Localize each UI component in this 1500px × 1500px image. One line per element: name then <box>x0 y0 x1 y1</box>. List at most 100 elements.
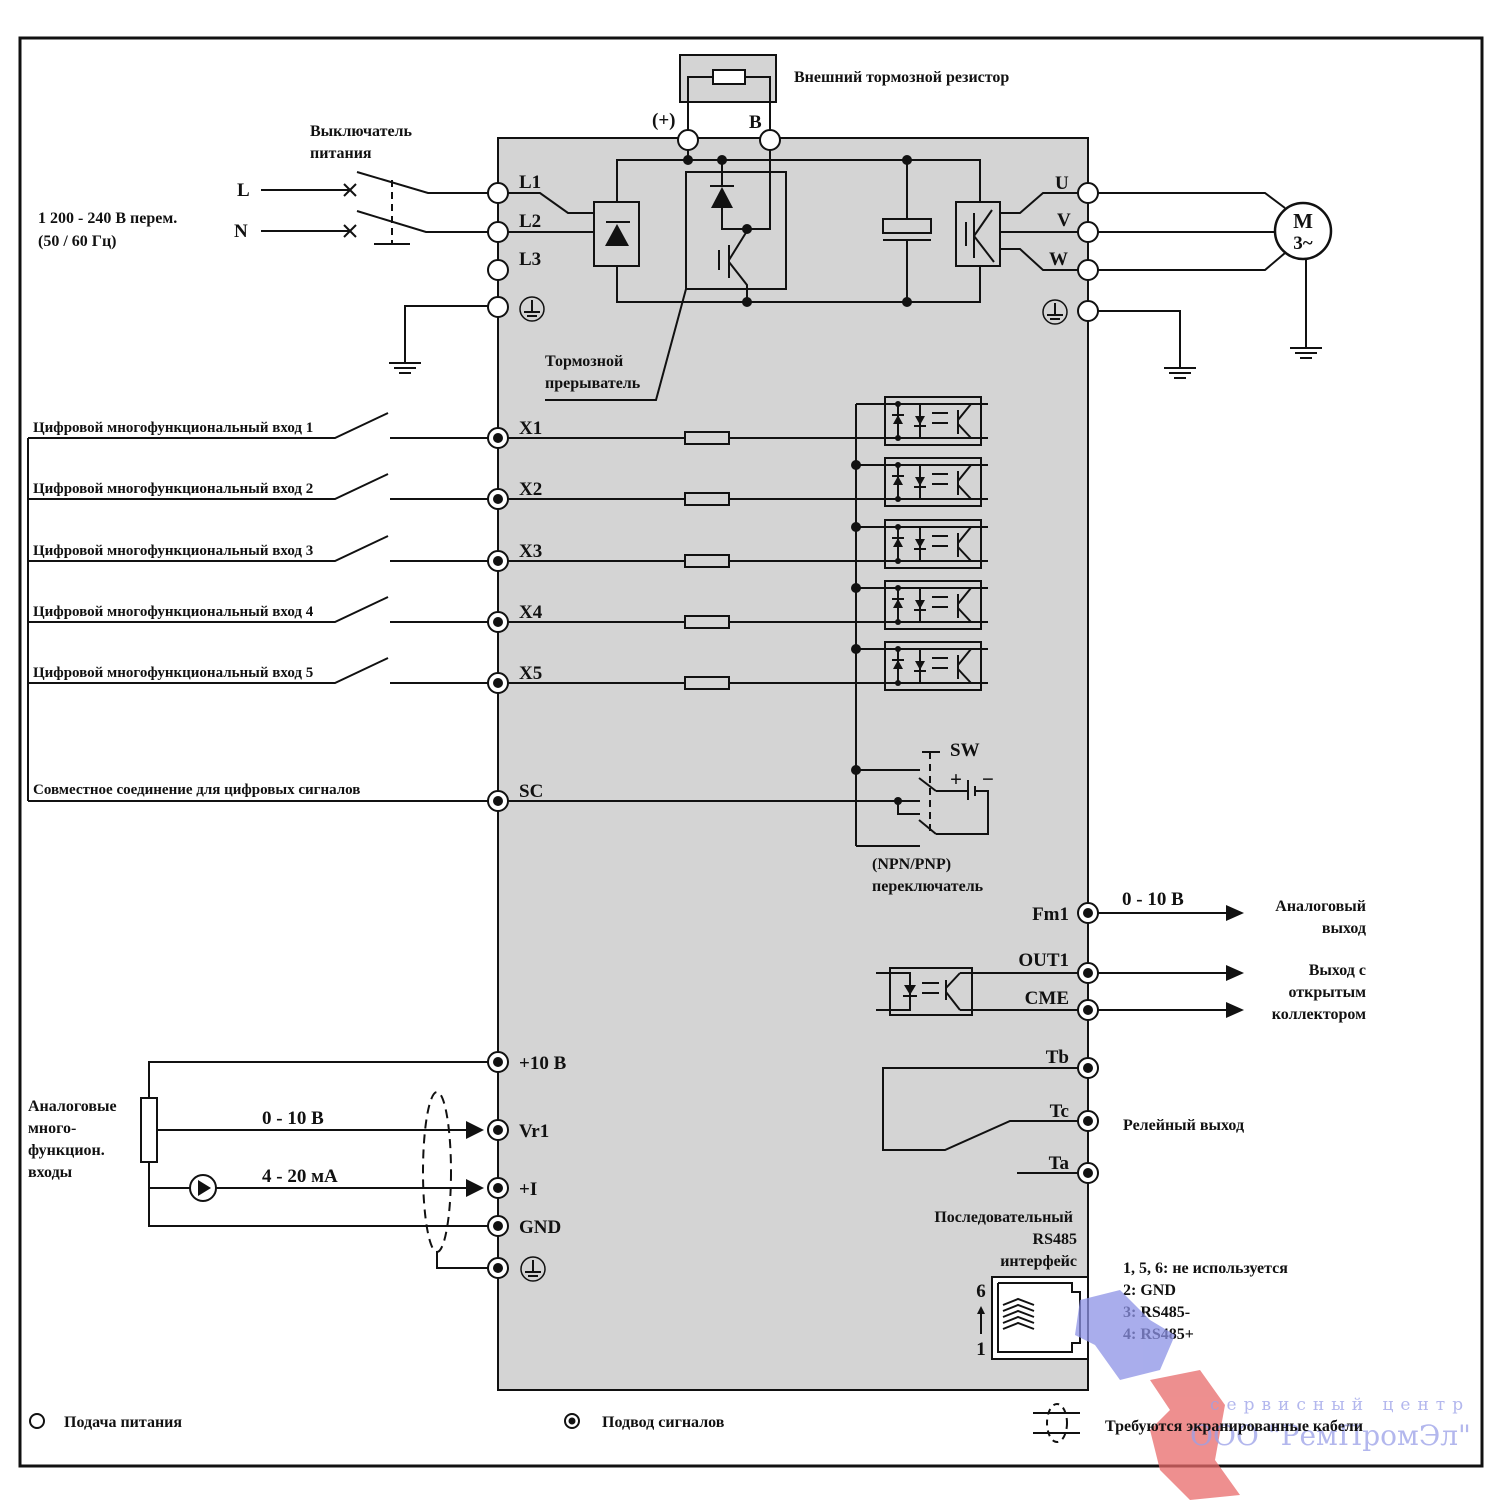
rs485-pin-bottom: 1 <box>976 1339 986 1360</box>
ground-symbol-icon <box>519 296 545 322</box>
w-wire-inner <box>1000 248 1078 271</box>
sw-label: SW <box>950 740 980 761</box>
terminal-l2 <box>487 221 509 243</box>
u-wire-inner <box>1000 192 1078 214</box>
input-resistor-icon <box>684 431 730 445</box>
optocoupler-icon <box>851 641 988 691</box>
npn-pnp-switch-icon <box>508 751 989 847</box>
drive-body <box>497 137 1089 1391</box>
rs485-title-2: RS485 <box>1033 1231 1077 1248</box>
input-switch-icon <box>28 473 389 500</box>
power-switch-icon <box>261 171 488 245</box>
rs485-pin-top: 6 <box>976 1281 986 1302</box>
analog-terminal-label: Vr1 <box>519 1121 549 1142</box>
digital-input-label: Цифровой многофункциональный вход 1 <box>33 420 313 436</box>
sc-label: SC <box>519 781 543 802</box>
terminal-plus <box>677 129 699 151</box>
terminal-v <box>1077 221 1099 243</box>
legend-power-label: Подача питания <box>64 1414 182 1431</box>
tc-label: Tc <box>1050 1101 1069 1122</box>
analog-label-4: входы <box>28 1164 73 1181</box>
u-label: U <box>1055 173 1069 194</box>
switch-caption-2: переключатель <box>872 878 984 895</box>
rs485-title-3: интерфейс <box>1000 1253 1077 1270</box>
analog-output-label-2: выход <box>1322 920 1366 937</box>
digital-inputs: Цифровой многофункциональный вход 1 X1Циф… <box>28 412 885 694</box>
l1-wire <box>508 192 594 214</box>
analog-terminal-label: +I <box>519 1179 537 1200</box>
line-l-label: L <box>237 180 250 201</box>
w-label: W <box>1049 249 1068 270</box>
x-terminal-label: X4 <box>519 602 543 623</box>
x-terminal-label: X5 <box>519 663 542 684</box>
l1-label: L1 <box>519 172 541 193</box>
line-n-label: N <box>234 221 248 242</box>
optocoupler-icon <box>851 519 988 569</box>
digital-input-label: Цифровой многофункциональный вход 5 <box>33 665 313 681</box>
ground-symbol-icon <box>520 1256 546 1282</box>
analog-label-2: много- <box>28 1120 76 1137</box>
input-resistor-icon <box>684 676 730 690</box>
input-switch-icon <box>28 596 389 623</box>
digital-input-label: Цифровой многофункциональный вход 2 <box>33 481 313 497</box>
current-range-label: 4 - 20 мА <box>262 1166 338 1187</box>
supply-frequency-label: (50 / 60 Гц) <box>38 233 117 250</box>
digital-input-label: Цифровой многофункциональный вход 3 <box>33 543 313 559</box>
x-terminal-label: X3 <box>519 541 542 562</box>
watermark-line-1: сервисный центр <box>1210 1395 1470 1415</box>
input-switch-icon <box>28 535 389 562</box>
voltage-range-label: 0 - 10 В <box>262 1108 324 1129</box>
l2-label: L2 <box>519 211 541 232</box>
watermark-line-2: ООО "РемПромЭл" <box>1190 1419 1471 1452</box>
inverter-icon <box>955 201 1001 267</box>
terminal-ground-input <box>487 296 509 318</box>
terminal-u <box>1077 182 1099 204</box>
switch-caption-1: (NPN/PNP) <box>872 856 951 873</box>
external-brake-resistor <box>679 54 777 138</box>
legend-signal-label: Подвод сигналов <box>602 1414 725 1431</box>
sw-plus: + <box>950 767 962 791</box>
chopper-label-1: Тормозной <box>545 353 623 370</box>
x-terminal-label: X1 <box>519 418 542 439</box>
fm1-label: Fm1 <box>1032 904 1069 925</box>
relay-contact-icon <box>882 1067 1078 1174</box>
terminal-b <box>759 129 781 151</box>
legend-shield-label: Требуются экранированные кабели <box>1105 1418 1363 1435</box>
watermark-logo-icon <box>1075 1290 1240 1500</box>
input-switch-icon <box>28 657 389 684</box>
v-label: V <box>1057 210 1071 231</box>
earth-ground-icon <box>389 305 488 374</box>
fm1-output <box>1098 905 1244 921</box>
dc-bus-circuit <box>593 150 1001 307</box>
input-resistor-icon <box>684 492 730 506</box>
optocoupler-icon <box>856 396 988 446</box>
sw-minus: − <box>982 767 994 791</box>
motor-wiring <box>1098 192 1322 379</box>
brake-resistor-label: Внешний тормозной резистор <box>794 69 1009 86</box>
plus-terminal-label: (+) <box>652 110 675 131</box>
legend-shield-icon <box>1033 1403 1080 1443</box>
analog-output-label-1: Аналоговый <box>1275 898 1366 915</box>
cme-label: CME <box>1025 988 1069 1009</box>
oc-label-3: коллектором <box>1272 1006 1366 1023</box>
optocoupler-icon <box>851 457 988 507</box>
tb-label: Tb <box>1046 1047 1069 1068</box>
motor-label-phase: 3~ <box>1293 233 1313 254</box>
capacitor-icon <box>882 218 932 234</box>
analog-terminal-label: +10 В <box>519 1053 567 1074</box>
terminal-l1 <box>487 182 509 204</box>
rs485-title-1: Последовательный <box>934 1209 1073 1226</box>
analog-label-1: Аналоговые <box>28 1098 117 1115</box>
input-resistor-icon <box>684 615 730 629</box>
power-switch-label-2: питания <box>310 145 372 162</box>
rs485-pin-description: 1, 5, 6: не используется <box>1123 1260 1288 1277</box>
legend-power-icon <box>29 1413 45 1429</box>
supply-voltage-label: 1 200 - 240 В перем. <box>38 210 177 227</box>
rj45-connector-icon <box>977 1276 1089 1360</box>
chopper-pointer-line <box>545 288 687 401</box>
chopper-label-2: прерыватель <box>545 375 641 392</box>
b-terminal-label: B <box>749 112 762 133</box>
fm1-range: 0 - 10 В <box>1122 889 1184 910</box>
